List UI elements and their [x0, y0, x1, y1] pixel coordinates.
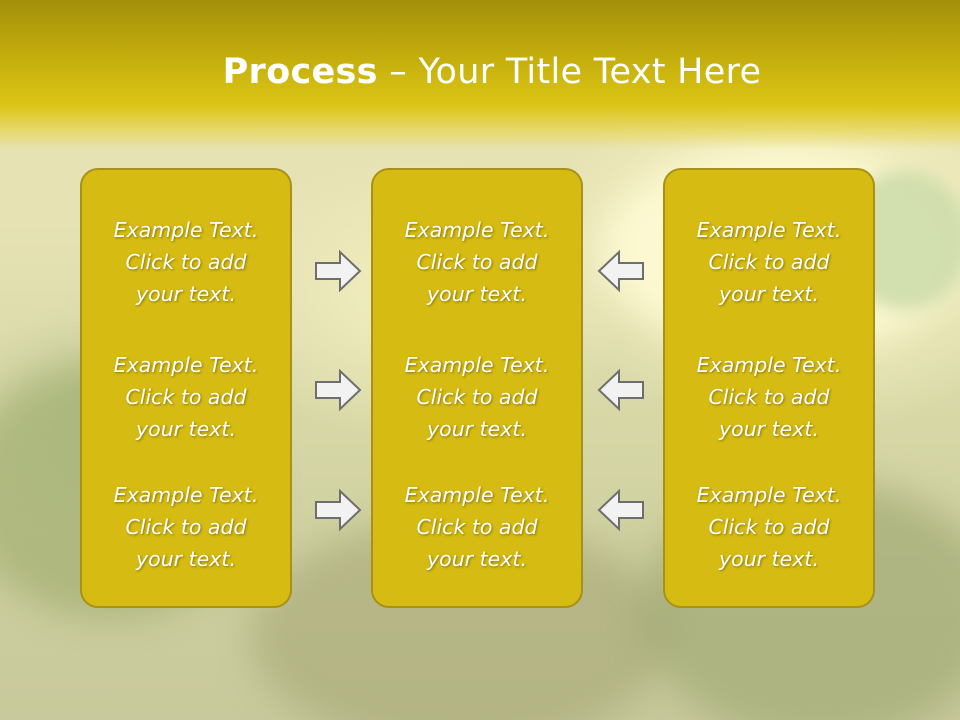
text-line: your text. — [719, 282, 819, 306]
text-line: Example Text. — [404, 483, 550, 507]
text-line: Click to add — [125, 515, 247, 539]
text-line: your text. — [136, 282, 236, 306]
title-bold: Process — [222, 52, 378, 92]
text-line: Example Text. — [696, 353, 842, 377]
right-arrow-icon — [315, 249, 362, 293]
text-block[interactable]: Example Text. Click to add your text. — [665, 349, 873, 445]
text-line: your text. — [136, 547, 236, 571]
text-line: Example Text. — [113, 483, 259, 507]
title-band — [0, 0, 960, 150]
text-line: Example Text. — [696, 218, 842, 242]
text-line: your text. — [136, 417, 236, 441]
text-block[interactable]: Example Text. Click to add your text. — [373, 349, 581, 445]
text-line: Click to add — [708, 385, 830, 409]
text-block[interactable]: Example Text. Click to add your text. — [82, 349, 290, 445]
text-line: your text. — [427, 547, 527, 571]
left-arrow-icon — [597, 488, 644, 532]
text-line: Example Text. — [696, 483, 842, 507]
process-box-left[interactable]: Example Text. Click to add your text. Ex… — [80, 168, 292, 608]
text-line: Example Text. — [113, 353, 259, 377]
text-line: your text. — [427, 282, 527, 306]
text-block[interactable]: Example Text. Click to add your text. — [373, 479, 581, 575]
text-line: Click to add — [416, 515, 538, 539]
text-block[interactable]: Example Text. Click to add your text. — [665, 214, 873, 310]
text-line: Example Text. — [113, 218, 259, 242]
process-box-right[interactable]: Example Text. Click to add your text. Ex… — [663, 168, 875, 608]
text-block[interactable]: Example Text. Click to add your text. — [665, 479, 873, 575]
slide-title[interactable]: Process – Your Title Text Here — [0, 52, 960, 92]
text-line: Click to add — [125, 385, 247, 409]
text-line: Click to add — [708, 250, 830, 274]
process-box-center[interactable]: Example Text. Click to add your text. Ex… — [371, 168, 583, 608]
text-line: your text. — [719, 417, 819, 441]
title-rest: – Your Title Text Here — [377, 52, 762, 92]
text-block[interactable]: Example Text. Click to add your text. — [82, 479, 290, 575]
text-line: Click to add — [416, 250, 538, 274]
text-line: Click to add — [416, 385, 538, 409]
text-line: Click to add — [708, 515, 830, 539]
text-block[interactable]: Example Text. Click to add your text. — [373, 214, 581, 310]
text-line: Click to add — [125, 250, 247, 274]
text-line: your text. — [719, 547, 819, 571]
left-arrow-icon — [597, 249, 644, 293]
text-block[interactable]: Example Text. Click to add your text. — [82, 214, 290, 310]
right-arrow-icon — [315, 368, 362, 412]
text-line: Example Text. — [404, 218, 550, 242]
right-arrow-icon — [315, 488, 362, 532]
text-line: Example Text. — [404, 353, 550, 377]
text-line: your text. — [427, 417, 527, 441]
left-arrow-icon — [597, 368, 644, 412]
